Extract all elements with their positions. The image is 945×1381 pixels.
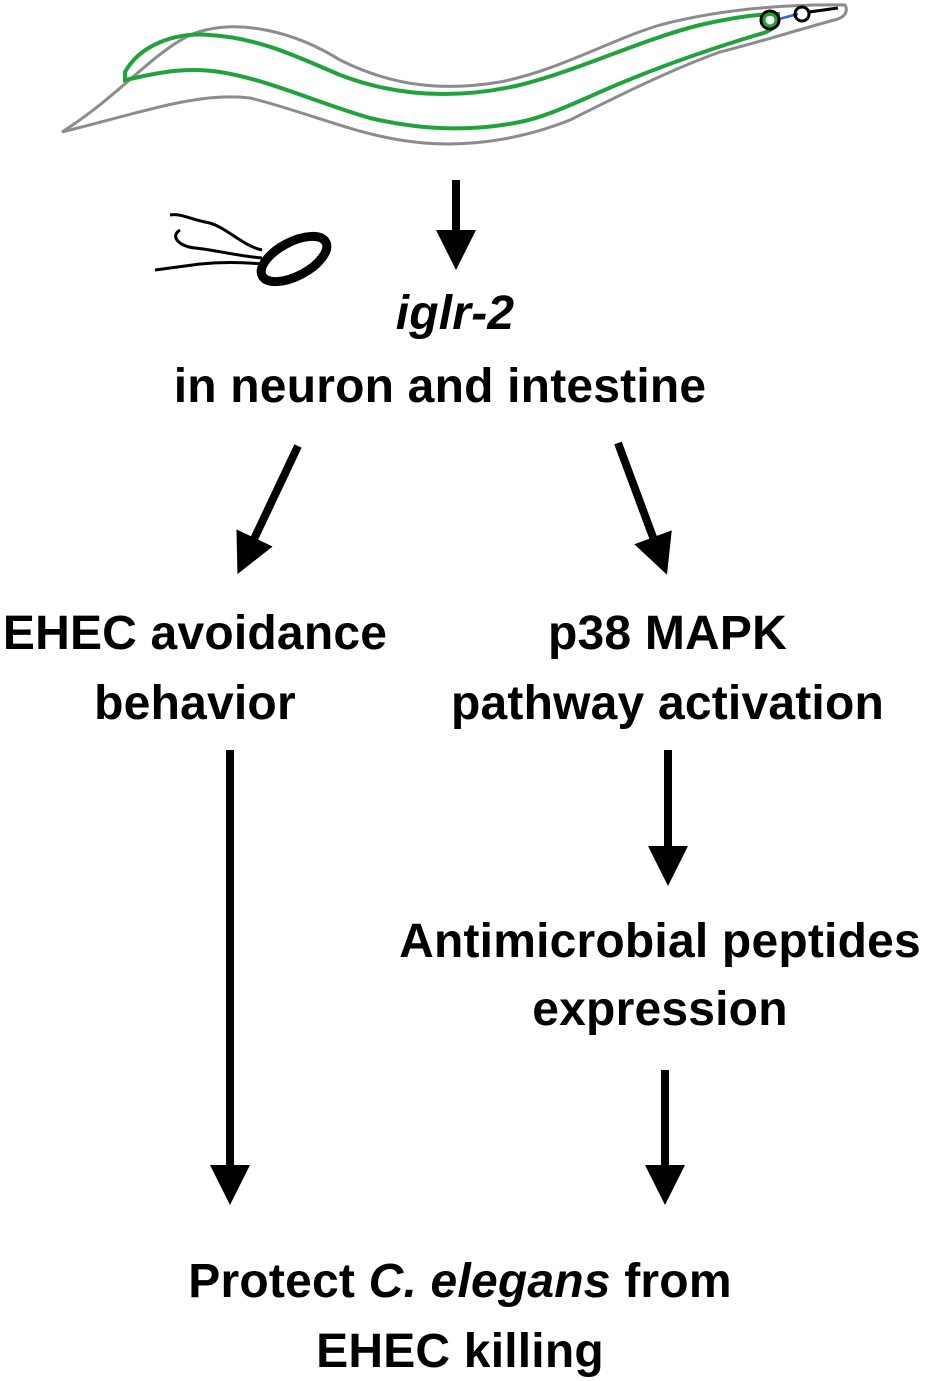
p38-line-2: pathway activation bbox=[450, 677, 885, 730]
avoidance-line-1: EHEC avoidance bbox=[2, 607, 388, 660]
arrow-gene-to-p38 bbox=[614, 441, 672, 575]
outcome-line-1: Protect C. elegans from bbox=[120, 1258, 800, 1306]
flagellum-2 bbox=[174, 228, 263, 260]
peptides-line-2: expression bbox=[532, 983, 788, 1036]
pharynx-line bbox=[808, 6, 839, 14]
organism-name: C. elegans bbox=[368, 1255, 611, 1308]
bacterium-body bbox=[256, 231, 332, 287]
flagellum-1 bbox=[169, 213, 263, 252]
outcome-prefix: Protect bbox=[188, 1255, 369, 1308]
bacterium-icon bbox=[154, 213, 332, 287]
outcome-line-2: EHEC killing bbox=[316, 1325, 604, 1378]
peptides-line-1: Antimicrobial peptides bbox=[399, 915, 921, 968]
gene-location: in neuron and intestine bbox=[173, 360, 707, 413]
outcome-suffix: from bbox=[610, 1255, 732, 1308]
worm-illustration bbox=[61, 3, 848, 146]
gene-name: iglr-2 bbox=[395, 287, 515, 340]
flagellum-3 bbox=[154, 261, 263, 272]
p38-line-1: p38 MAPK bbox=[548, 607, 787, 660]
pharynx-bulb-icon bbox=[762, 12, 778, 28]
nerve-ring-icon bbox=[759, 9, 781, 31]
avoidance-line-2: behavior bbox=[94, 677, 296, 730]
pharynx-terminal-bulb-icon bbox=[793, 5, 811, 23]
worm-body-outline bbox=[61, 3, 848, 146]
arrow-gene-to-avoidance bbox=[236, 444, 302, 575]
